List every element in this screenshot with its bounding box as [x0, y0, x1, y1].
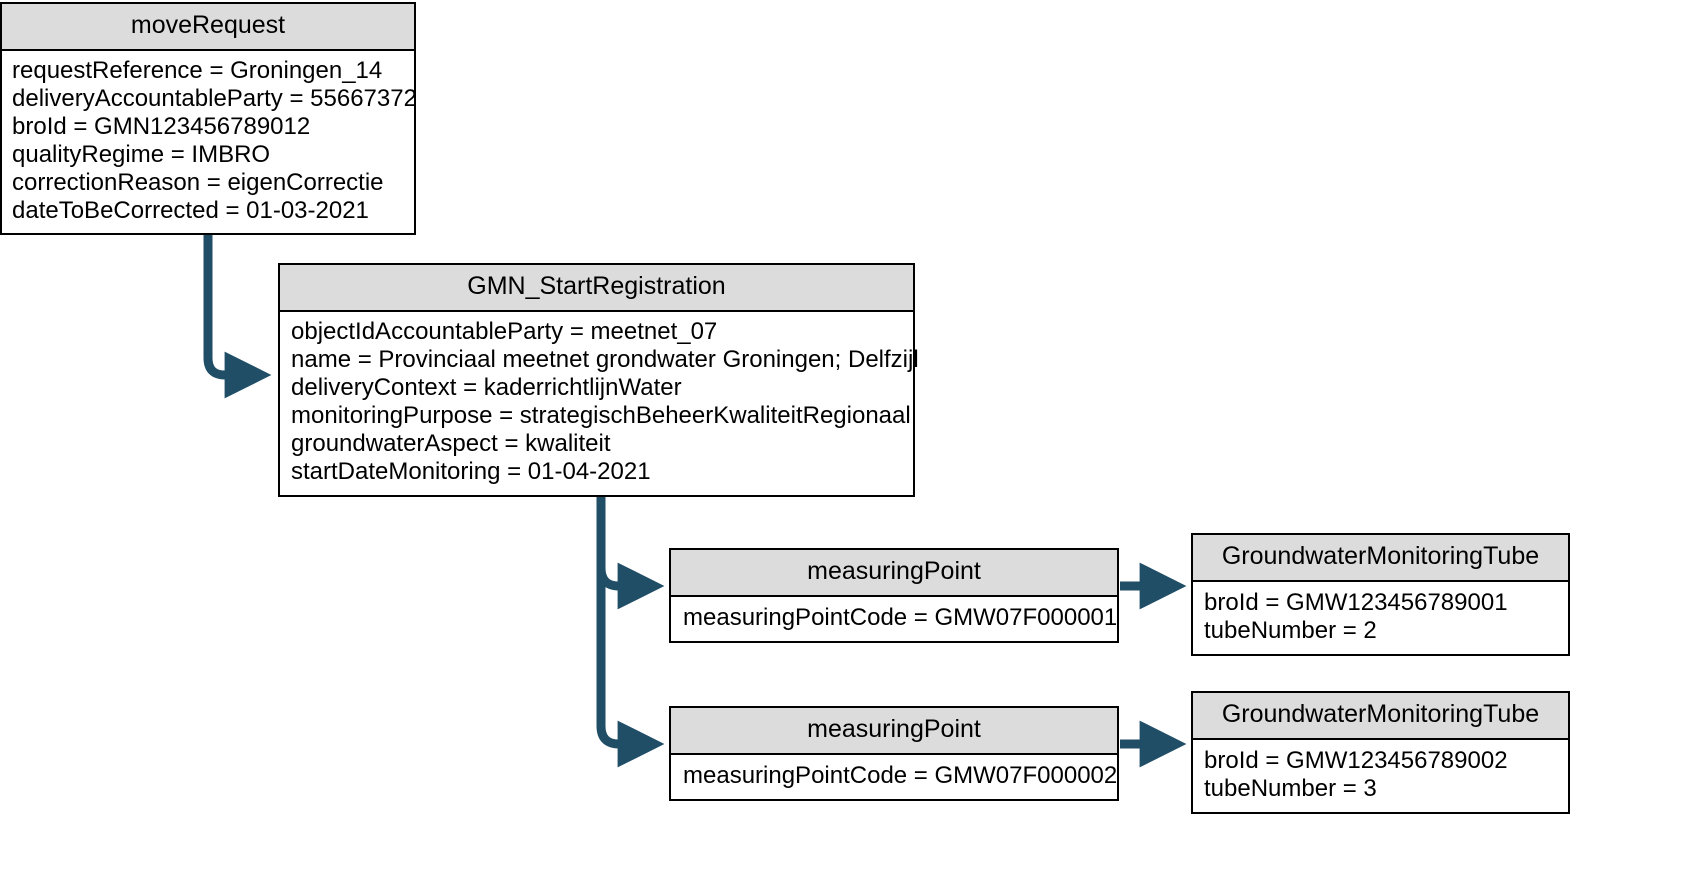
uml-box-body-move-request: requestReference = Groningen_14 delivery… [2, 51, 417, 233]
uml-box-title-move-request: moveRequest [2, 4, 414, 51]
uml-box-groundwater-monitoring-tube-2[interactable]: GroundwaterMonitoringTube broId = GMW123… [1191, 691, 1570, 814]
connector-gmn-start-to-measuring-point-1 [596, 484, 665, 610]
uml-attribute: broId = GMN123456789012 [12, 112, 311, 140]
uml-box-body-gmn-start-registration: objectIdAccountableParty = meetnet_07 na… [280, 312, 919, 495]
uml-attribute: broId = GMW123456789002 [1204, 746, 1508, 774]
uml-box-title-groundwater-monitoring-tube-1: GroundwaterMonitoringTube [1193, 535, 1568, 582]
uml-attribute: name = Provinciaal meetnet grondwater Gr… [291, 345, 919, 373]
uml-box-measuring-point-1[interactable]: measuringPoint measuringPointCode = GMW0… [669, 548, 1119, 643]
uml-attribute: monitoringPurpose = strategischBeheerKwa… [291, 401, 911, 429]
uml-attribute: requestReference = Groningen_14 [12, 56, 383, 84]
uml-attribute: dateToBeCorrected = 01-03-2021 [12, 196, 369, 224]
uml-box-move-request[interactable]: moveRequest requestReference = Groningen… [0, 2, 417, 235]
uml-attribute: startDateMonitoring = 01-04-2021 [291, 457, 651, 485]
uml-box-gmn-start-registration[interactable]: GMN_StartRegistration objectIdAccountabl… [278, 263, 919, 497]
uml-box-measuring-point-2[interactable]: measuringPoint measuringPointCode = GMW0… [669, 706, 1119, 801]
connector-move-request-to-gmn-start [203, 221, 272, 399]
uml-box-title-measuring-point-1: measuringPoint [671, 550, 1117, 597]
uml-attribute: deliveryContext = kaderrichtlijnWater [291, 373, 682, 401]
uml-box-title-gmn-start-registration: GMN_StartRegistration [280, 265, 913, 312]
uml-attribute: correctionReason = eigenCorrectie [12, 168, 384, 196]
uml-box-body-groundwater-monitoring-tube-1: broId = GMW123456789001 tubeNumber = 2 [1193, 582, 1568, 654]
uml-attribute: tubeNumber = 2 [1204, 616, 1377, 644]
uml-box-title-measuring-point-2: measuringPoint [671, 708, 1117, 755]
uml-attribute: measuringPointCode = GMW07F000002 [683, 761, 1118, 789]
uml-attribute: measuringPointCode = GMW07F000001 [683, 603, 1118, 631]
uml-attribute: tubeNumber = 3 [1204, 774, 1377, 802]
uml-attribute: deliveryAccountableParty = 55667372 [12, 84, 417, 112]
uml-attribute: groundwaterAspect = kwaliteit [291, 429, 611, 457]
uml-box-title-groundwater-monitoring-tube-2: GroundwaterMonitoringTube [1193, 693, 1568, 740]
uml-box-groundwater-monitoring-tube-1[interactable]: GroundwaterMonitoringTube broId = GMW123… [1191, 533, 1570, 656]
uml-attribute: objectIdAccountableParty = meetnet_07 [291, 317, 718, 345]
uml-box-body-groundwater-monitoring-tube-2: broId = GMW123456789002 tubeNumber = 3 [1193, 740, 1568, 812]
uml-box-body-measuring-point-1: measuringPointCode = GMW07F000001 [671, 597, 1117, 641]
uml-box-body-measuring-point-2: measuringPointCode = GMW07F000002 [671, 755, 1117, 799]
uml-attribute: broId = GMW123456789001 [1204, 588, 1508, 616]
uml-attribute: qualityRegime = IMBRO [12, 140, 271, 168]
connector-gmn-start-to-measuring-point-2 [596, 484, 665, 768]
